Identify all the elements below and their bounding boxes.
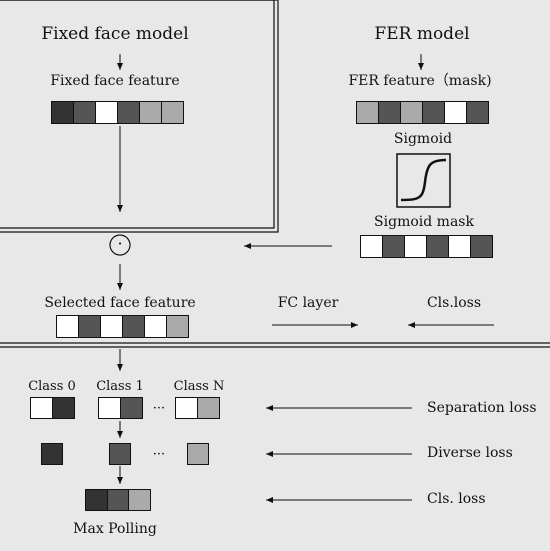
class-n-vector — [175, 397, 220, 419]
fer-model-title: FER model — [374, 24, 470, 44]
separation-loss-label: Separation loss — [427, 400, 537, 416]
class-n-cell — [197, 398, 219, 418]
class-1-cell — [120, 398, 142, 418]
max-pooled-cell — [128, 490, 151, 510]
max-pooled-cell — [86, 490, 107, 510]
diverse-loss-label: Diverse loss — [427, 445, 513, 461]
ellipsis-squares: ··· — [152, 447, 166, 462]
fixed-face-feature-cell — [161, 102, 183, 123]
fixed-face-feature-cell — [139, 102, 161, 123]
sigmoid-label: Sigmoid — [393, 131, 453, 147]
sigmoid-mask-cell — [448, 236, 470, 257]
class-0-cell — [52, 398, 74, 418]
sigmoid-curve — [400, 158, 447, 202]
selected-face-feature-cell — [78, 316, 100, 337]
sigmoid-box — [396, 153, 451, 208]
selected-face-feature-vector — [56, 315, 189, 338]
max-pooled-cell — [106, 490, 129, 510]
class-0-label: Class 0 — [28, 379, 76, 394]
sigmoid-mask-vector — [360, 235, 493, 258]
class-1-cell — [99, 398, 120, 418]
fixed-face-model-title: Fixed face model — [41, 24, 189, 44]
fixed-face-feature-cell — [73, 102, 95, 123]
max-pooled-vector — [85, 489, 151, 511]
fer-feature-label: FER feature（mask) — [348, 73, 492, 89]
fixed-face-feature-cell — [95, 102, 117, 123]
class-n-pooled-square — [187, 443, 209, 465]
elementwise-product-operator — [109, 234, 131, 256]
selected-face-feature-cell — [166, 316, 188, 337]
sigmoid-mask-cell — [382, 236, 404, 257]
class-n-cell — [176, 398, 197, 418]
fixed-face-feature-cell — [117, 102, 139, 123]
fer-feature-cell — [422, 102, 444, 123]
sigmoid-mask-cell — [404, 236, 426, 257]
selected-face-feature-cell — [100, 316, 122, 337]
fer-feature-cell — [466, 102, 488, 123]
operator-dot: · — [117, 234, 123, 253]
selected-face-feature-cell — [144, 316, 166, 337]
class-0-pooled-square — [41, 443, 63, 465]
selected-face-feature-cell — [122, 316, 144, 337]
sigmoid-mask-cell — [426, 236, 448, 257]
fer-feature-cell — [378, 102, 400, 123]
fer-feature-cell — [444, 102, 466, 123]
class-n-label: Class N — [173, 379, 225, 394]
fixed-face-feature-label: Fixed face feature — [50, 73, 180, 89]
class-0-vector — [30, 397, 75, 419]
selected-face-feature-cell — [57, 316, 78, 337]
ellipsis-classes: ··· — [152, 401, 166, 416]
class-1-pooled-square — [109, 443, 131, 465]
fixed-model-frame-inner — [0, 0, 275, 229]
cls-loss-label-top: Cls.loss — [426, 295, 482, 311]
sigmoid-mask-label: Sigmoid mask — [374, 214, 474, 230]
fixed-face-feature-vector — [51, 101, 184, 124]
fc-layer-label: FC layer — [277, 295, 339, 311]
max-pooling-label: Max Polling — [73, 521, 157, 537]
sigmoid-mask-cell — [470, 236, 492, 257]
fer-feature-cell — [357, 102, 378, 123]
sigmoid-mask-cell — [361, 236, 382, 257]
fixed-face-feature-cell — [52, 102, 73, 123]
class-0-cell — [31, 398, 52, 418]
class-1-label: Class 1 — [96, 379, 144, 394]
cls-loss-label-bottom: Cls. loss — [427, 491, 486, 507]
class-1-vector — [98, 397, 143, 419]
fer-feature-cell — [400, 102, 422, 123]
fixed-model-frame-outer — [0, 0, 279, 233]
selected-face-feature-label: Selected face feature — [44, 295, 196, 311]
fer-feature-vector — [356, 101, 489, 124]
